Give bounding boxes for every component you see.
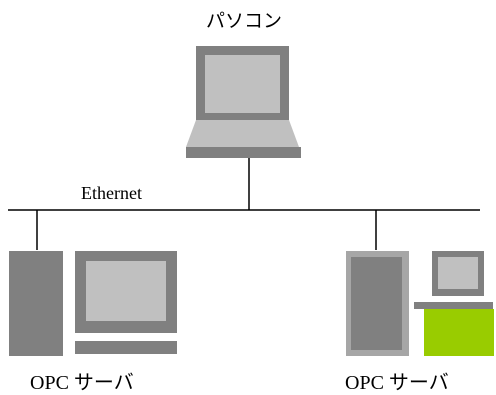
server2-shelf	[414, 302, 493, 309]
server1-icon	[9, 251, 177, 356]
server1-keyboard	[75, 341, 177, 354]
server2-icon	[346, 251, 494, 356]
server1-monitor-screen	[86, 261, 166, 321]
server2-cabinet	[424, 309, 494, 356]
server2-tower	[351, 257, 402, 350]
server2-label: OPC サーバ	[345, 372, 449, 394]
server2-monitor-screen	[438, 257, 478, 289]
laptop-screen	[205, 55, 280, 113]
ethernet-label: Ethernet	[81, 183, 142, 203]
laptop-keyboard	[186, 120, 299, 147]
laptop-base	[186, 147, 301, 158]
laptop-icon	[186, 46, 301, 158]
server1-tower	[9, 251, 63, 356]
pc-label: パソコン	[205, 10, 282, 32]
server1-label: OPC サーバ	[30, 372, 134, 394]
